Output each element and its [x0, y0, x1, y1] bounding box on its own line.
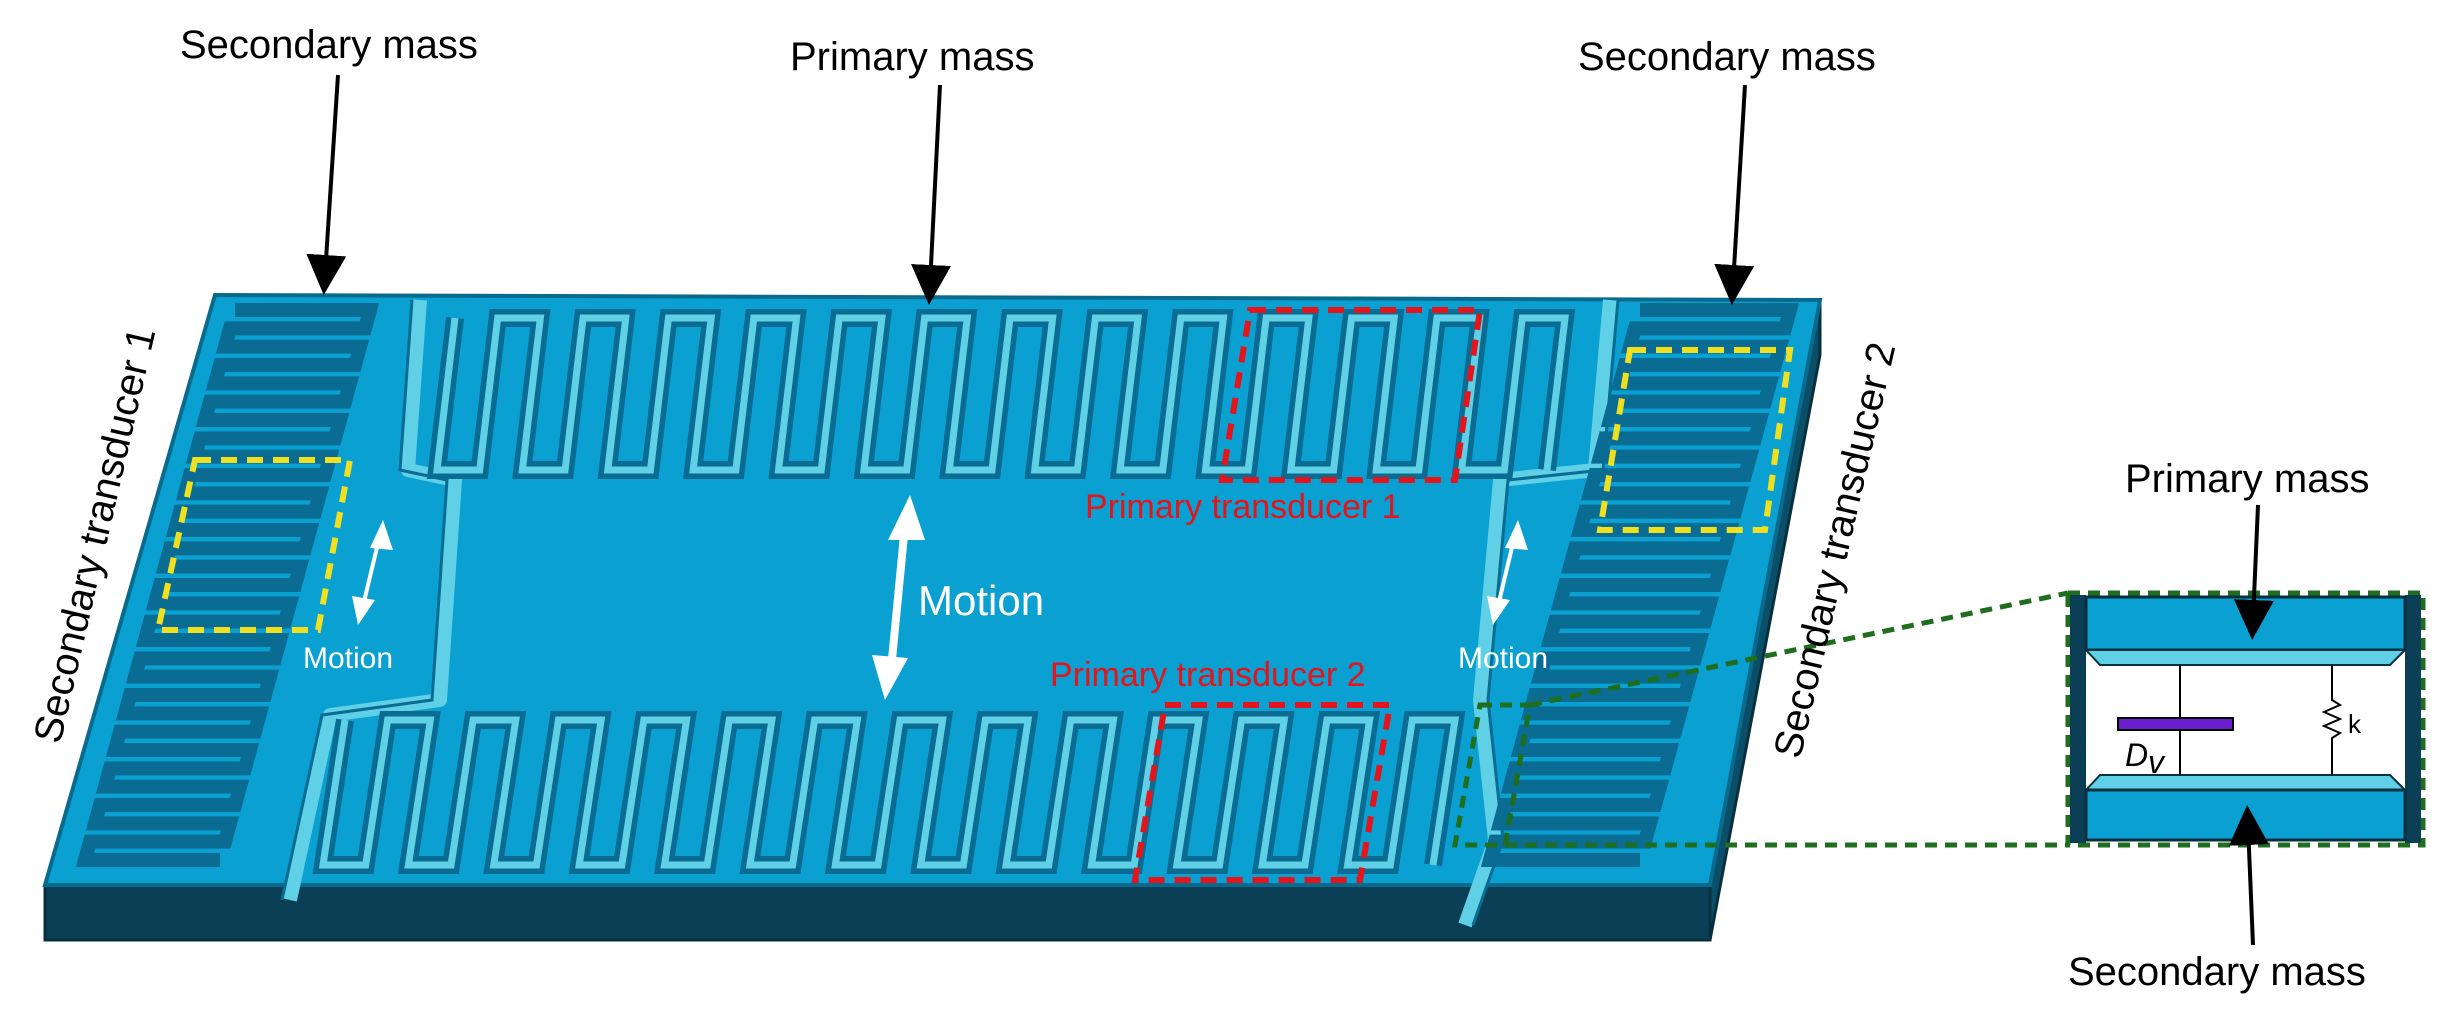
- label-motion-right: Motion: [1458, 642, 1548, 675]
- primary-transducer-2-box: [1131, 702, 1394, 883]
- inset-damper-label: D: [2125, 737, 2148, 773]
- primary-comb-top: [426, 309, 1576, 479]
- inset-secondary-mass-lip: [2083, 774, 2408, 791]
- primary-comb-bottom-beam: [318, 716, 1460, 869]
- motion-arrow-right: [1487, 520, 1528, 625]
- inset-damper-subscript: v: [2148, 744, 2166, 780]
- primary-comb-top-beam: [433, 314, 1569, 474]
- secondary-comb-right: [1480, 303, 1800, 867]
- secondary-transducer-2-box: [1596, 347, 1794, 533]
- arrow-primary-mass-top: [911, 84, 951, 305]
- primary-comb-bottom: [312, 711, 1466, 874]
- arrow-secondary-mass-right: [1714, 84, 1755, 305]
- arrow-secondary-mass-left: [306, 74, 347, 295]
- inset-primary-mass-block: [2084, 595, 2407, 652]
- label-motion-center: Motion: [918, 577, 1044, 624]
- inset-damper-plate: [2117, 717, 2234, 731]
- secondary-transducer-1-box: [154, 457, 354, 633]
- secondary-comb-left: [75, 303, 380, 867]
- inset-label-secondary-mass: Secondary mass: [2068, 950, 2366, 994]
- inset-secondary-mass-block: [2084, 788, 2407, 842]
- inset-label-primary-mass: Primary mass: [2125, 457, 2369, 501]
- inset-arrow-secondary-mass: [2228, 805, 2269, 946]
- label-secondary-mass-right: Secondary mass: [1578, 35, 1876, 79]
- zoom-indicator: [1452, 590, 2069, 848]
- label-primary-transducer-2: Primary transducer 2: [1050, 656, 1366, 694]
- label-motion-left: Motion: [303, 642, 393, 675]
- label-primary-mass-top: Primary mass: [790, 35, 1034, 79]
- label-primary-transducer-1: Primary transducer 1: [1085, 488, 1401, 526]
- label-secondary-mass-left: Secondary mass: [180, 23, 478, 67]
- inset-spring-label: k: [2348, 709, 2362, 739]
- inset-arrow-primary-mass: [2233, 504, 2274, 640]
- inset-right-wall: [2405, 595, 2421, 843]
- inset-primary-mass-lip: [2083, 649, 2408, 666]
- primary-transducer-1-box: [1218, 307, 1484, 483]
- secondary-comb-left-trench: [75, 303, 380, 867]
- motion-arrow-left: [352, 520, 393, 625]
- inset-model: k D v: [2065, 590, 2426, 848]
- inset-spring: [2321, 665, 2343, 775]
- secondary-comb-right-trench: [1480, 303, 1800, 867]
- motion-arrow-center: [872, 495, 925, 700]
- inset-left-wall: [2070, 595, 2086, 843]
